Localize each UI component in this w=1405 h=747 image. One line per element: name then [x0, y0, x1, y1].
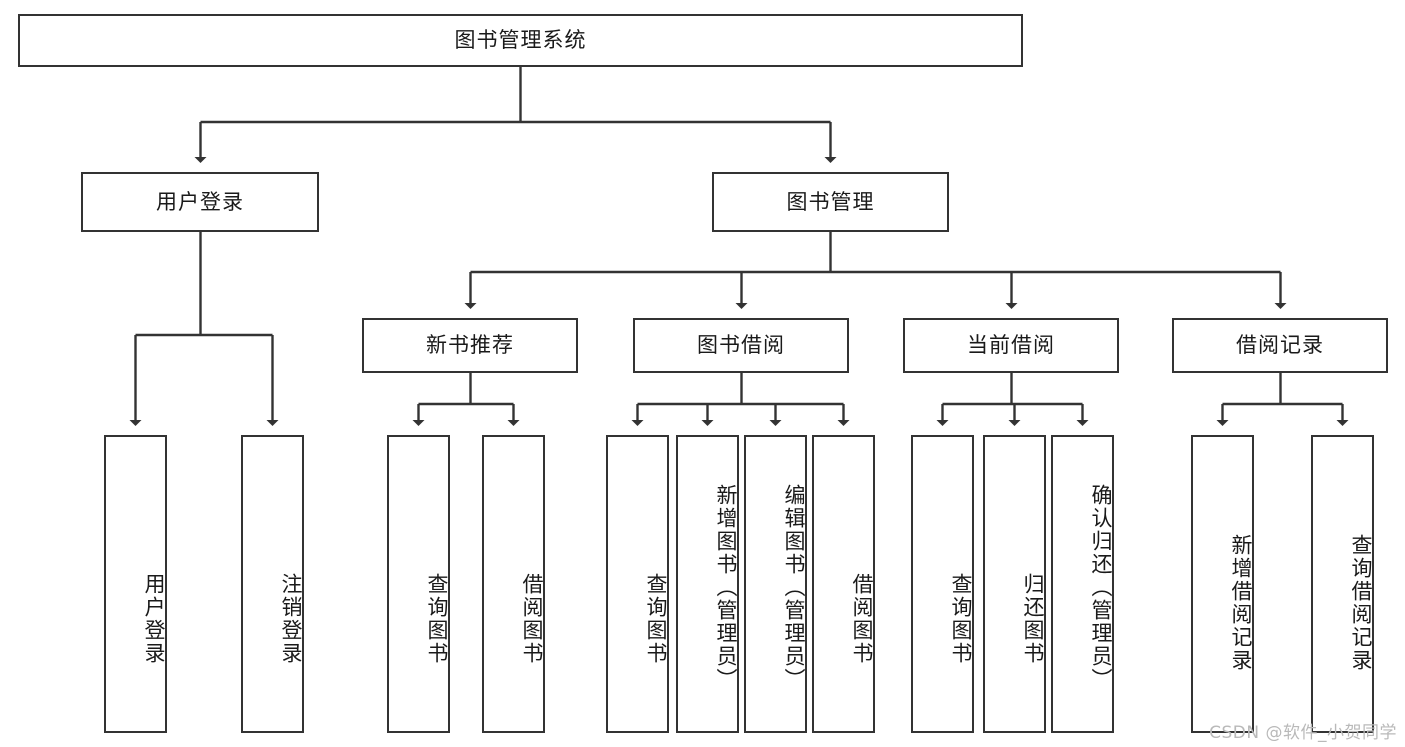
node-borrow-record-label: 借阅记录	[1236, 333, 1324, 358]
node-return-book[interactable]: 归还图书	[983, 435, 1046, 733]
node-borrow-book-1-label: 借阅图书	[520, 573, 544, 665]
node-current-borrow-label: 当前借阅	[967, 333, 1055, 358]
node-add-borrow-record[interactable]: 新增借阅记录	[1191, 435, 1254, 733]
node-user-logout-label: 注销登录	[279, 573, 303, 665]
node-add-book-admin-label: 新增图书（管理员）	[714, 483, 738, 691]
node-root-label: 图书管理系统	[454, 28, 587, 53]
node-query-book-2[interactable]: 查询图书	[606, 435, 669, 733]
node-query-borrow-record[interactable]: 查询借阅记录	[1311, 435, 1374, 733]
node-user-login-do[interactable]: 用户登录	[104, 435, 167, 733]
node-new-book-recommend[interactable]: 新书推荐	[362, 318, 578, 373]
node-edit-book-admin[interactable]: 编辑图书（管理员）	[744, 435, 807, 733]
node-user-login-label: 用户登录	[156, 189, 244, 214]
node-query-borrow-record-label: 查询借阅记录	[1349, 534, 1373, 672]
node-borrow-book-2[interactable]: 借阅图书	[812, 435, 875, 733]
node-confirm-return-admin[interactable]: 确认归还（管理员）	[1051, 435, 1114, 733]
node-borrow-book-2-label: 借阅图书	[850, 573, 874, 665]
node-query-book-3-label: 查询图书	[949, 573, 973, 665]
node-user-login-do-label: 用户登录	[142, 573, 166, 665]
node-query-book-3[interactable]: 查询图书	[911, 435, 974, 733]
node-book-borrow-label: 图书借阅	[697, 333, 785, 358]
node-add-book-admin[interactable]: 新增图书（管理员）	[676, 435, 739, 733]
node-query-book-1[interactable]: 查询图书	[387, 435, 450, 733]
node-query-book-1-label: 查询图书	[425, 573, 449, 665]
csdn-watermark: CSDN @软件_小贺同学	[1209, 723, 1397, 743]
node-current-borrow[interactable]: 当前借阅	[903, 318, 1119, 373]
node-new-book-recommend-label: 新书推荐	[426, 333, 514, 358]
node-query-book-2-label: 查询图书	[644, 573, 668, 665]
node-user-login[interactable]: 用户登录	[81, 172, 319, 232]
node-confirm-return-admin-label: 确认归还（管理员）	[1089, 483, 1113, 691]
node-book-borrow[interactable]: 图书借阅	[633, 318, 849, 373]
node-root[interactable]: 图书管理系统	[18, 14, 1023, 67]
node-user-logout[interactable]: 注销登录	[241, 435, 304, 733]
node-add-borrow-record-label: 新增借阅记录	[1229, 534, 1253, 672]
node-borrow-book-1[interactable]: 借阅图书	[482, 435, 545, 733]
node-book-manage-label: 图书管理	[786, 189, 875, 214]
node-book-manage[interactable]: 图书管理	[712, 172, 949, 232]
node-edit-book-admin-label: 编辑图书（管理员）	[782, 483, 806, 691]
node-return-book-label: 归还图书	[1021, 573, 1045, 665]
node-borrow-record[interactable]: 借阅记录	[1172, 318, 1388, 373]
